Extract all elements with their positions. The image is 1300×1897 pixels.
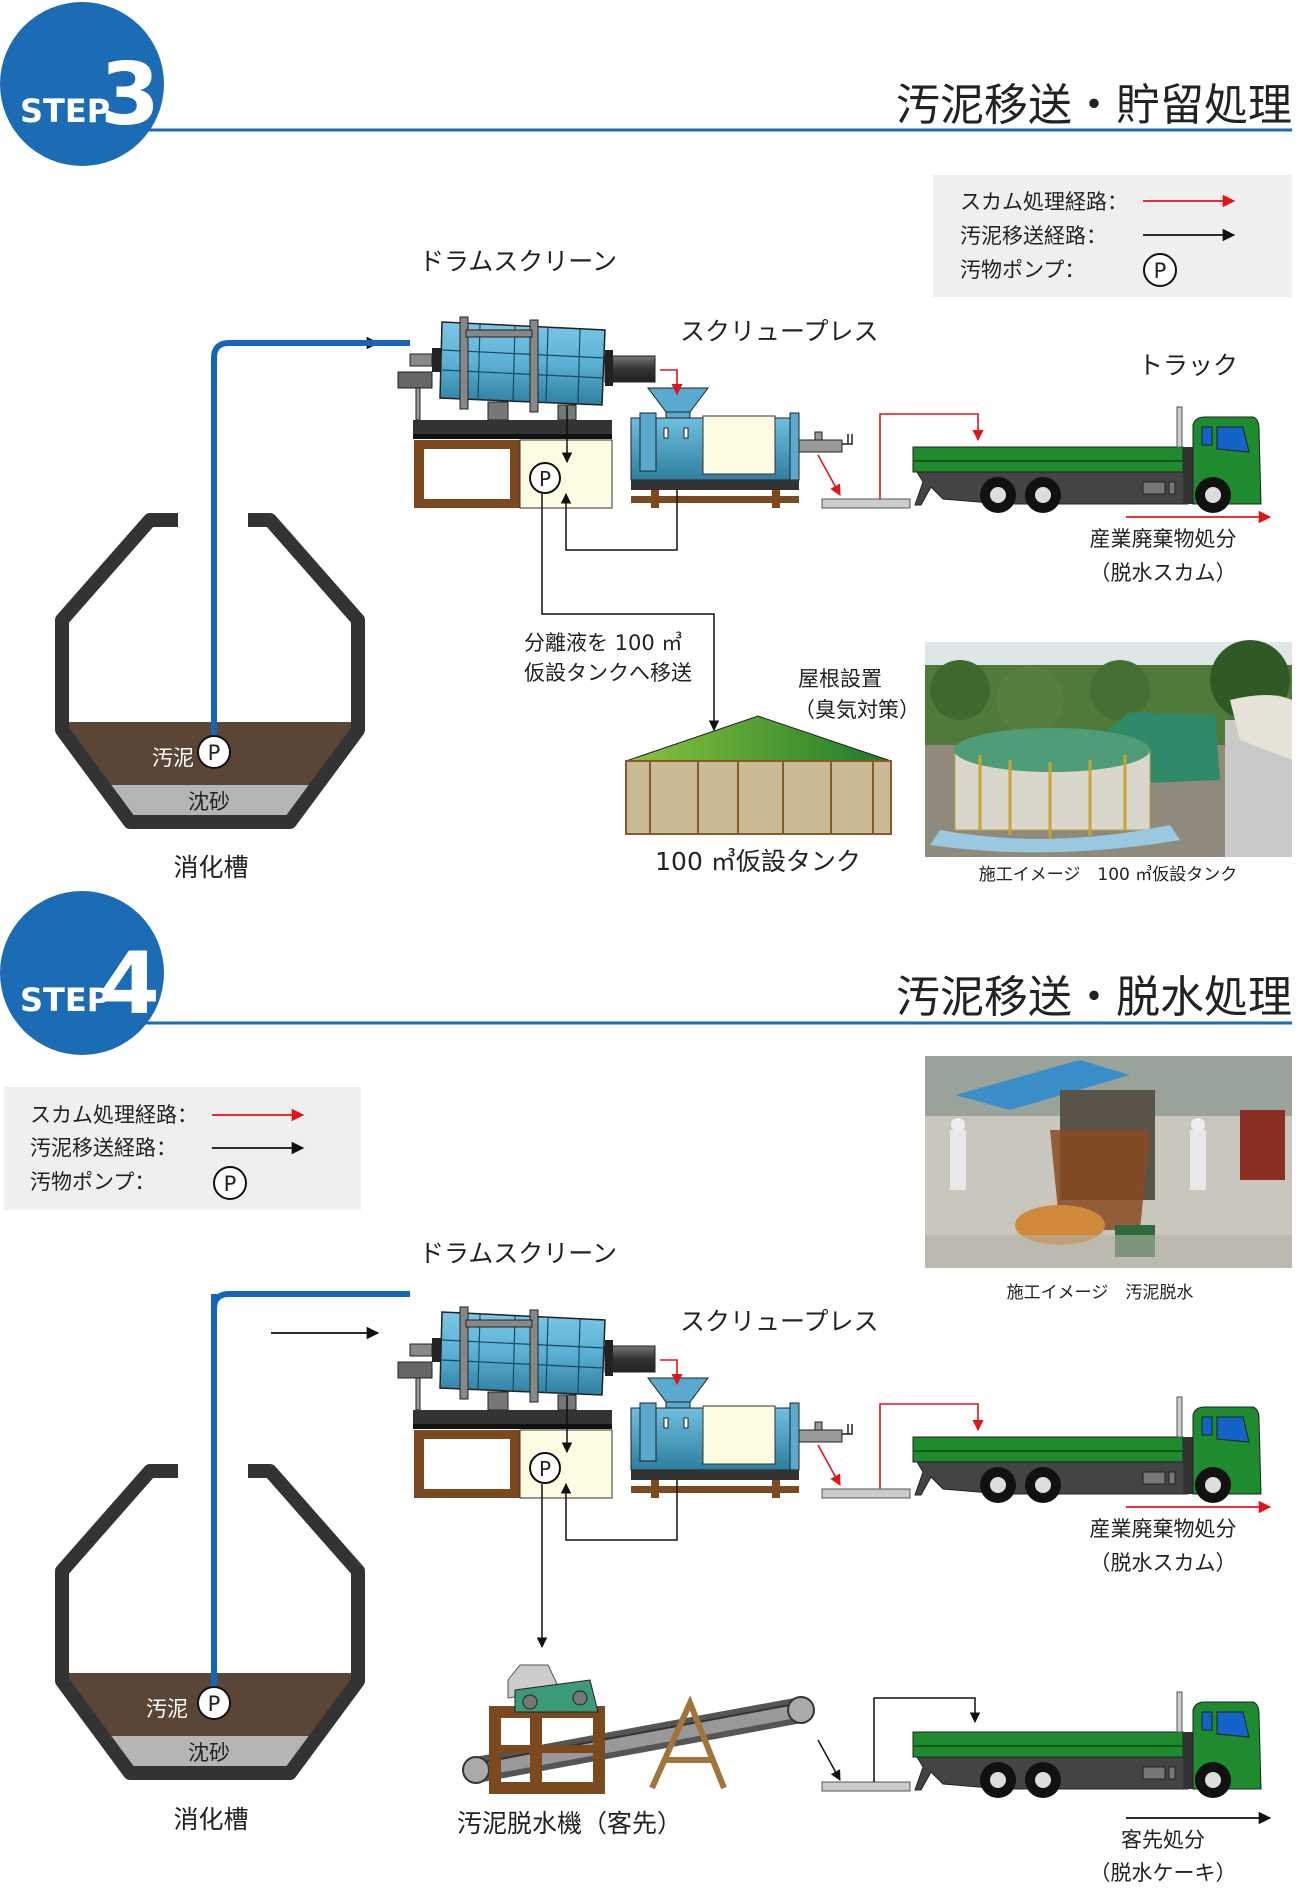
legend-pump-label: 汚物ポンプ： [960, 258, 1085, 282]
screw-press-label: スクリュープレス [680, 1307, 879, 1336]
step4-badge [0, 891, 164, 1055]
step3-title: 汚泥移送・貯留処理 [896, 80, 1292, 131]
client-disposal-label-2: （脱水ケーキ） [1090, 1861, 1237, 1885]
digester-label: 消化槽 [173, 1805, 248, 1834]
cake-loading-arrow [873, 1697, 981, 1782]
digester-label: 消化槽 [173, 853, 248, 882]
roof-label-2: （臭気対策） [794, 698, 920, 722]
dewatering-photo-caption: 施工イメージ 汚泥脱水 [1007, 1283, 1194, 1303]
roof-label-1: 屋根設置 [798, 667, 882, 691]
tank-label: 100 ㎥仮設タンク [655, 847, 861, 876]
legend-scum-route-label: スカム処理経路： [960, 190, 1128, 214]
drum-screen-label: ドラムスクリーン [419, 1239, 617, 1268]
step4-section: STEP 4 汚泥移送・脱水処理 スカム処理経路： 汚泥移送経路： 汚物ポンプ：… [0, 891, 1292, 1885]
disposal-label-1: 産業廃棄物処分 [1090, 527, 1237, 551]
sludge-label: 汚泥 [146, 1697, 188, 1721]
pump-symbol: P [1154, 259, 1167, 283]
step4-truck-cake [912, 1691, 1262, 1799]
tank-photo-caption: 施工イメージ 100 ㎥仮設タンク [979, 865, 1238, 885]
step3-badge-word: STEP [20, 92, 110, 130]
step3-section: STEP 3 汚泥移送・貯留処理 スカム処理経路： 汚泥移送経路： 汚物ポンプ：… [0, 2, 1292, 885]
step4-title: 汚泥移送・脱水処理 [896, 972, 1292, 1023]
step4-truck-scum [912, 1396, 1262, 1504]
screw-press-label: スクリュープレス [680, 317, 879, 346]
step4-digester [62, 1294, 410, 1773]
step4-badge-word: STEP [20, 981, 110, 1019]
cake-drop-arrow [817, 1739, 841, 1781]
dewatering-photo [925, 1056, 1292, 1268]
legend-sludge-route-label: 汚泥移送経路： [960, 224, 1107, 248]
pump-symbol: P [224, 1172, 237, 1196]
step3-truck [912, 406, 1262, 514]
legend-pump-label: 汚物ポンプ： [30, 1170, 155, 1194]
transfer-route-arrow [541, 494, 720, 732]
pump-icon [1143, 253, 1177, 287]
cake-plate [821, 1781, 911, 1792]
temporary-tank-drawing [625, 715, 892, 835]
client-disposal-label-1: 客先処分 [1121, 1828, 1205, 1852]
sand-label: 沈砂 [188, 1741, 230, 1765]
dewatering-machine-drawing [462, 1664, 815, 1794]
disposal-label-2: （脱水スカム） [1090, 561, 1237, 585]
step3-badge-number: 3 [100, 45, 160, 145]
sludge-label: 汚泥 [152, 746, 194, 770]
legend-sludge-route-label: 汚泥移送経路： [30, 1136, 177, 1160]
step4-legend: スカム処理経路： 汚泥移送経路： 汚物ポンプ： P [4, 1087, 361, 1210]
truck-label: トラック [1138, 351, 1238, 380]
sand-label: 沈砂 [188, 790, 230, 814]
step4-badge-number: 4 [100, 934, 160, 1034]
pump-icon [213, 1166, 247, 1200]
disposal-label-2: （脱水スカム） [1090, 1551, 1237, 1575]
dewatering-machine-label: 汚泥脱水機（客先） [457, 1809, 682, 1838]
step4-process-equipment [271, 1307, 1270, 1540]
disposal-label-1: 産業廃棄物処分 [1090, 1517, 1237, 1541]
transfer-label-1: 分離液を 100 ㎥ [524, 631, 682, 655]
step3-legend: スカム処理経路： 汚泥移送経路： 汚物ポンプ： P [933, 175, 1292, 297]
tank-construction-photo [925, 640, 1292, 857]
drum-screen-label: ドラムスクリーン [419, 247, 617, 276]
step3-digester [62, 343, 410, 822]
step3-badge [0, 2, 164, 166]
legend-scum-route-label: スカム処理経路： [30, 1103, 198, 1127]
transfer-label-2: 仮設タンクへ移送 [524, 661, 692, 685]
step3-process-equipment [271, 317, 1270, 550]
